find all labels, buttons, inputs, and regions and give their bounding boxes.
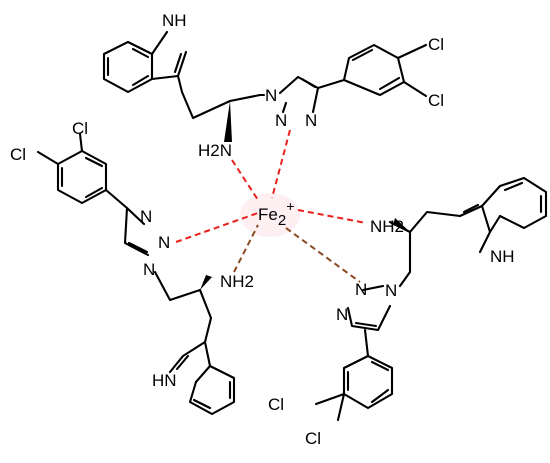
triazole-n3-label-left: N xyxy=(143,260,155,279)
triazole-n2-label-left: N xyxy=(158,233,170,252)
triazole-n3-label-right: N xyxy=(336,305,348,324)
indole-nh-label-top: NH xyxy=(162,11,187,30)
triazole-n2-label-top: N xyxy=(275,111,287,130)
ligand-top xyxy=(102,30,428,142)
coord-bond-left-triazole xyxy=(175,212,259,243)
ligand-right xyxy=(388,176,548,288)
amine-label-right: NH2 xyxy=(370,217,404,236)
triazole-n2-label-right: N xyxy=(385,281,397,300)
chloro-label-top-1: Cl xyxy=(428,35,444,54)
ligand-bottom xyxy=(314,284,394,422)
coord-bond-right-triazole xyxy=(285,227,361,283)
chloro-label-top-2: Cl xyxy=(428,91,444,110)
triazole-n3-label-top: N xyxy=(305,111,317,130)
coord-bond-top-triazole xyxy=(271,129,291,199)
metal-subscript: 2 xyxy=(278,212,286,229)
indole-nh-label-left: HN xyxy=(152,371,177,390)
ligand-left xyxy=(36,132,236,416)
triazole-n1-label-right: N xyxy=(355,280,367,299)
triazole-n1-label-top: N xyxy=(265,86,277,105)
amine-label-left: NH2 xyxy=(220,272,254,291)
metal-charge: + xyxy=(286,198,294,214)
chloro-label-bottom-1: Cl xyxy=(268,395,284,414)
amine-label-top: H2N xyxy=(198,141,232,160)
metal-center-label: Fe2+ xyxy=(258,198,294,229)
metal-symbol: Fe xyxy=(258,205,278,224)
chloro-label-left-1: Cl xyxy=(72,119,88,138)
coord-bond-right-amine xyxy=(297,209,367,224)
indole-nh-label-right: NH xyxy=(490,247,515,266)
coord-bond-top-amine xyxy=(231,159,259,201)
coordination-bonds xyxy=(175,129,367,283)
chloro-label-bottom-2: Cl xyxy=(305,429,321,448)
metal-halo xyxy=(240,193,300,237)
coord-bond-left-amine xyxy=(233,224,259,273)
triazole-n1-label-left: N xyxy=(140,207,152,226)
chloro-label-left-2: Cl xyxy=(10,145,26,164)
